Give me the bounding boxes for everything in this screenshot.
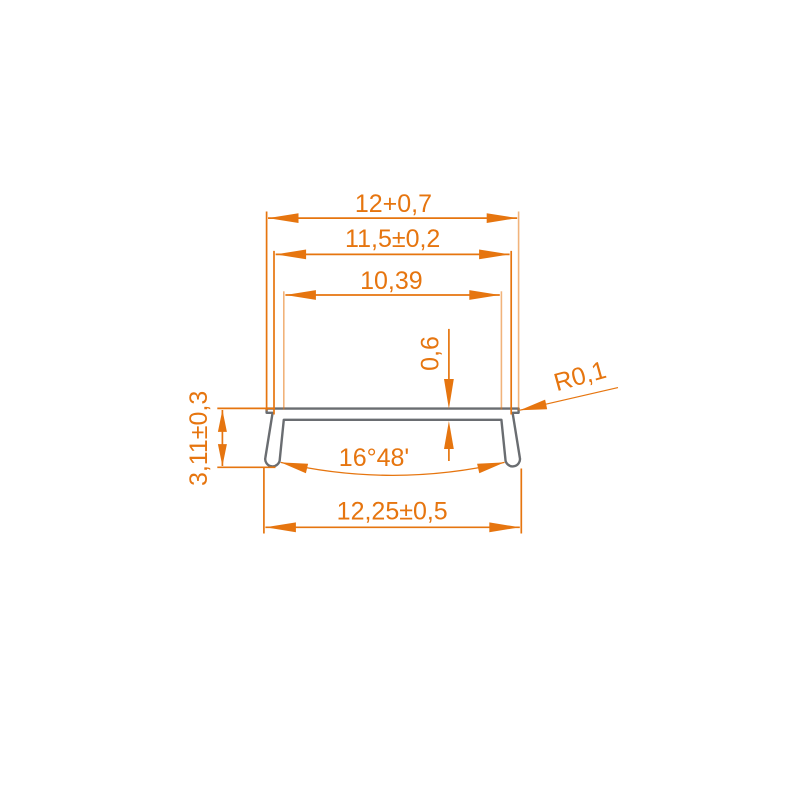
svg-text:16°48': 16°48'	[339, 444, 409, 472]
svg-text:11,5±0,2: 11,5±0,2	[345, 225, 440, 253]
svg-text:12,25±0,5: 12,25±0,5	[337, 497, 448, 525]
svg-text:0,6: 0,6	[417, 336, 445, 371]
svg-text:3,11±0,3: 3,11±0,3	[185, 391, 213, 486]
svg-text:10,39: 10,39	[360, 267, 423, 295]
svg-text:12+0,7: 12+0,7	[355, 190, 432, 218]
